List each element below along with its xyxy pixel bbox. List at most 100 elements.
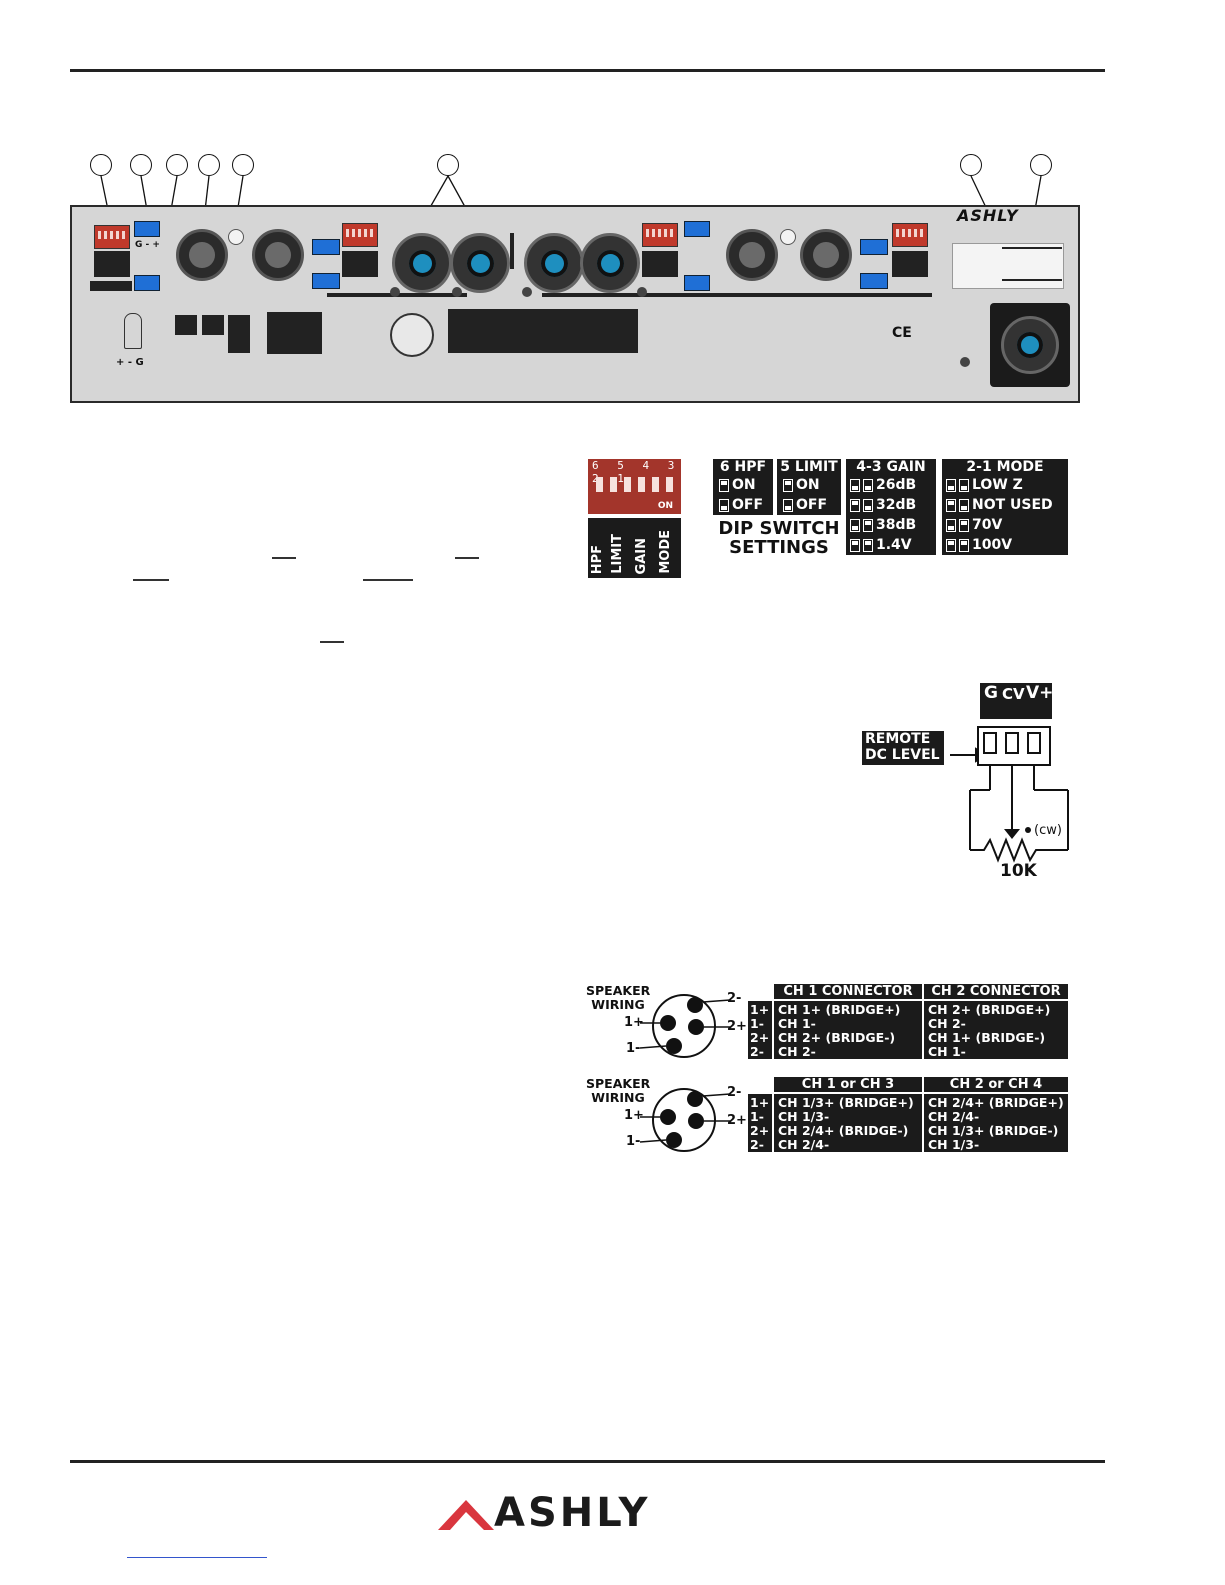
remote-pin-vplus: V+ [1026,683,1054,703]
pin-label: 1- [626,1134,641,1149]
remote-terminal-block[interactable] [312,239,340,255]
speakon-output[interactable] [450,233,510,293]
ce-mark: CE [892,325,912,341]
table-header: CH 1 or CH 3 [774,1077,922,1092]
dip-switch-bank[interactable] [892,223,928,247]
footer-logo-swoosh-icon [438,1500,494,1530]
pin-label: 2- [727,991,742,1006]
dip-switch-bank[interactable] [642,223,678,247]
text-underline [133,579,169,581]
label-block [892,251,928,277]
dip-label-gain: GAIN [634,537,649,574]
pin-label: 2- [727,1085,742,1100]
power-connector[interactable] [990,303,1070,387]
indicator-led [780,229,796,245]
table-cell: CH 2/4- [928,1109,980,1124]
table-pin-column: 1+ 1- 2+ 2- [748,1001,772,1059]
speakon-output[interactable] [392,233,452,293]
dip-legend-block [175,315,197,335]
panel-brand-logo: ASHLY [957,206,1019,225]
callout-marker [1030,154,1052,176]
input-terminal-block[interactable] [684,275,710,291]
remote-dc-label: REMOTE DC LEVEL [862,731,944,765]
footer-rule [70,1460,1105,1463]
table-cell: CH 1/3+ (BRIDGE-) [928,1123,1059,1138]
remote-pot-wiring-diagram [950,726,1069,863]
callout-marker [198,154,220,176]
dip-table-title: 2-1 MODE [966,459,1044,475]
input-terminal-block[interactable] [312,273,340,289]
dip-switch-bank[interactable] [342,223,378,247]
dip-caption: DIP SWITCH SETTINGS [715,519,843,557]
screw [960,357,970,367]
screw [522,287,532,297]
dip-table-mode: 2-1 MODE LOW Z NOT USED 70V 100V [942,459,1068,555]
label-block [342,251,378,277]
dip-table-row: NOT USED [946,497,1053,513]
table-cell: 1- [750,1016,764,1031]
dip-on-label: ON [657,501,673,511]
callout-marker [232,154,254,176]
speaker-wiring-label-line1: SPEAKER [586,983,651,998]
pot-value-label: 10K [1000,861,1037,881]
xlr-input-jack[interactable] [176,229,228,281]
label-block [94,251,130,277]
table-column: CH 2+ (BRIDGE+) CH 2- CH 1+ (BRIDGE-) CH… [924,1001,1068,1059]
input-terminal-block[interactable] [134,275,160,291]
table-cell: CH 2/4- [778,1137,830,1152]
table-cell: CH 1+ (BRIDGE-) [928,1030,1046,1045]
xlr-input-jack[interactable] [800,229,852,281]
dip-table-row: LOW Z [946,477,1023,493]
dip-table-row: 1.4V [850,537,912,553]
remote-label-line2: DC LEVEL [865,747,940,763]
callout-marker [437,154,459,176]
label-block [642,251,678,277]
dip-table-row: 100V [946,537,1012,553]
divider-bar [510,233,514,269]
pin-label: 1+ [624,1015,644,1030]
table-cell: 1+ [750,1095,770,1110]
xlr-input-jack[interactable] [252,229,304,281]
table-cell: 1+ [750,1002,770,1017]
remote-label-line1: REMOTE [865,731,931,747]
callout-marker [130,154,152,176]
dip-label-limit: LIMIT [610,534,625,574]
screw [637,287,647,297]
pin-label: 1- [626,1041,641,1056]
table-cell: CH 1+ (BRIDGE+) [778,1002,901,1017]
dip-table-title: 4-3 GAIN [856,459,926,475]
speakon-output[interactable] [580,233,640,293]
dip-switch-illustration: 6 5 4 3 2 1 ON [588,459,681,514]
spec-label-lines [1002,247,1062,281]
table-cell: 2- [750,1137,764,1152]
remote-pin-g: G [984,683,998,703]
remote-terminal-block[interactable] [134,221,160,237]
footer-link-underline [127,1557,267,1558]
dip-table-row: ON [783,477,820,493]
speaker-wiring-label-line1: SPEAKER [586,1076,651,1091]
dip-table-row: 32dB [850,497,916,513]
table-cell: 2+ [750,1030,770,1045]
phone-jack-diagram [124,313,142,349]
speakon-wiring-diagram [390,313,434,357]
remote-terminal-block[interactable] [684,221,710,237]
text-underline [455,557,479,559]
table-cell: 1- [750,1109,764,1124]
text-underline [272,557,296,559]
screw [390,287,400,297]
remote-terminal-block[interactable] [860,239,888,255]
dip-switch-toggle [652,477,659,492]
dip-label-mode: MODE [658,530,673,574]
dip-switch-bank[interactable] [94,225,130,249]
speakon-output[interactable] [524,233,584,293]
table-header: CH 2 CONNECTOR [924,984,1068,999]
input-terminal-block[interactable] [860,273,888,289]
callout-marker [90,154,112,176]
dip-caption-line2: SETTINGS [729,537,829,558]
text-underline [320,641,344,643]
pot-cw-label: (cw) [1034,823,1062,838]
speaker-wiring-label-line2: WIRING [591,1090,645,1105]
dip-table-row: OFF [719,497,763,513]
xlr-input-jack[interactable] [726,229,778,281]
remote-pin-cv: CV [1002,685,1025,703]
